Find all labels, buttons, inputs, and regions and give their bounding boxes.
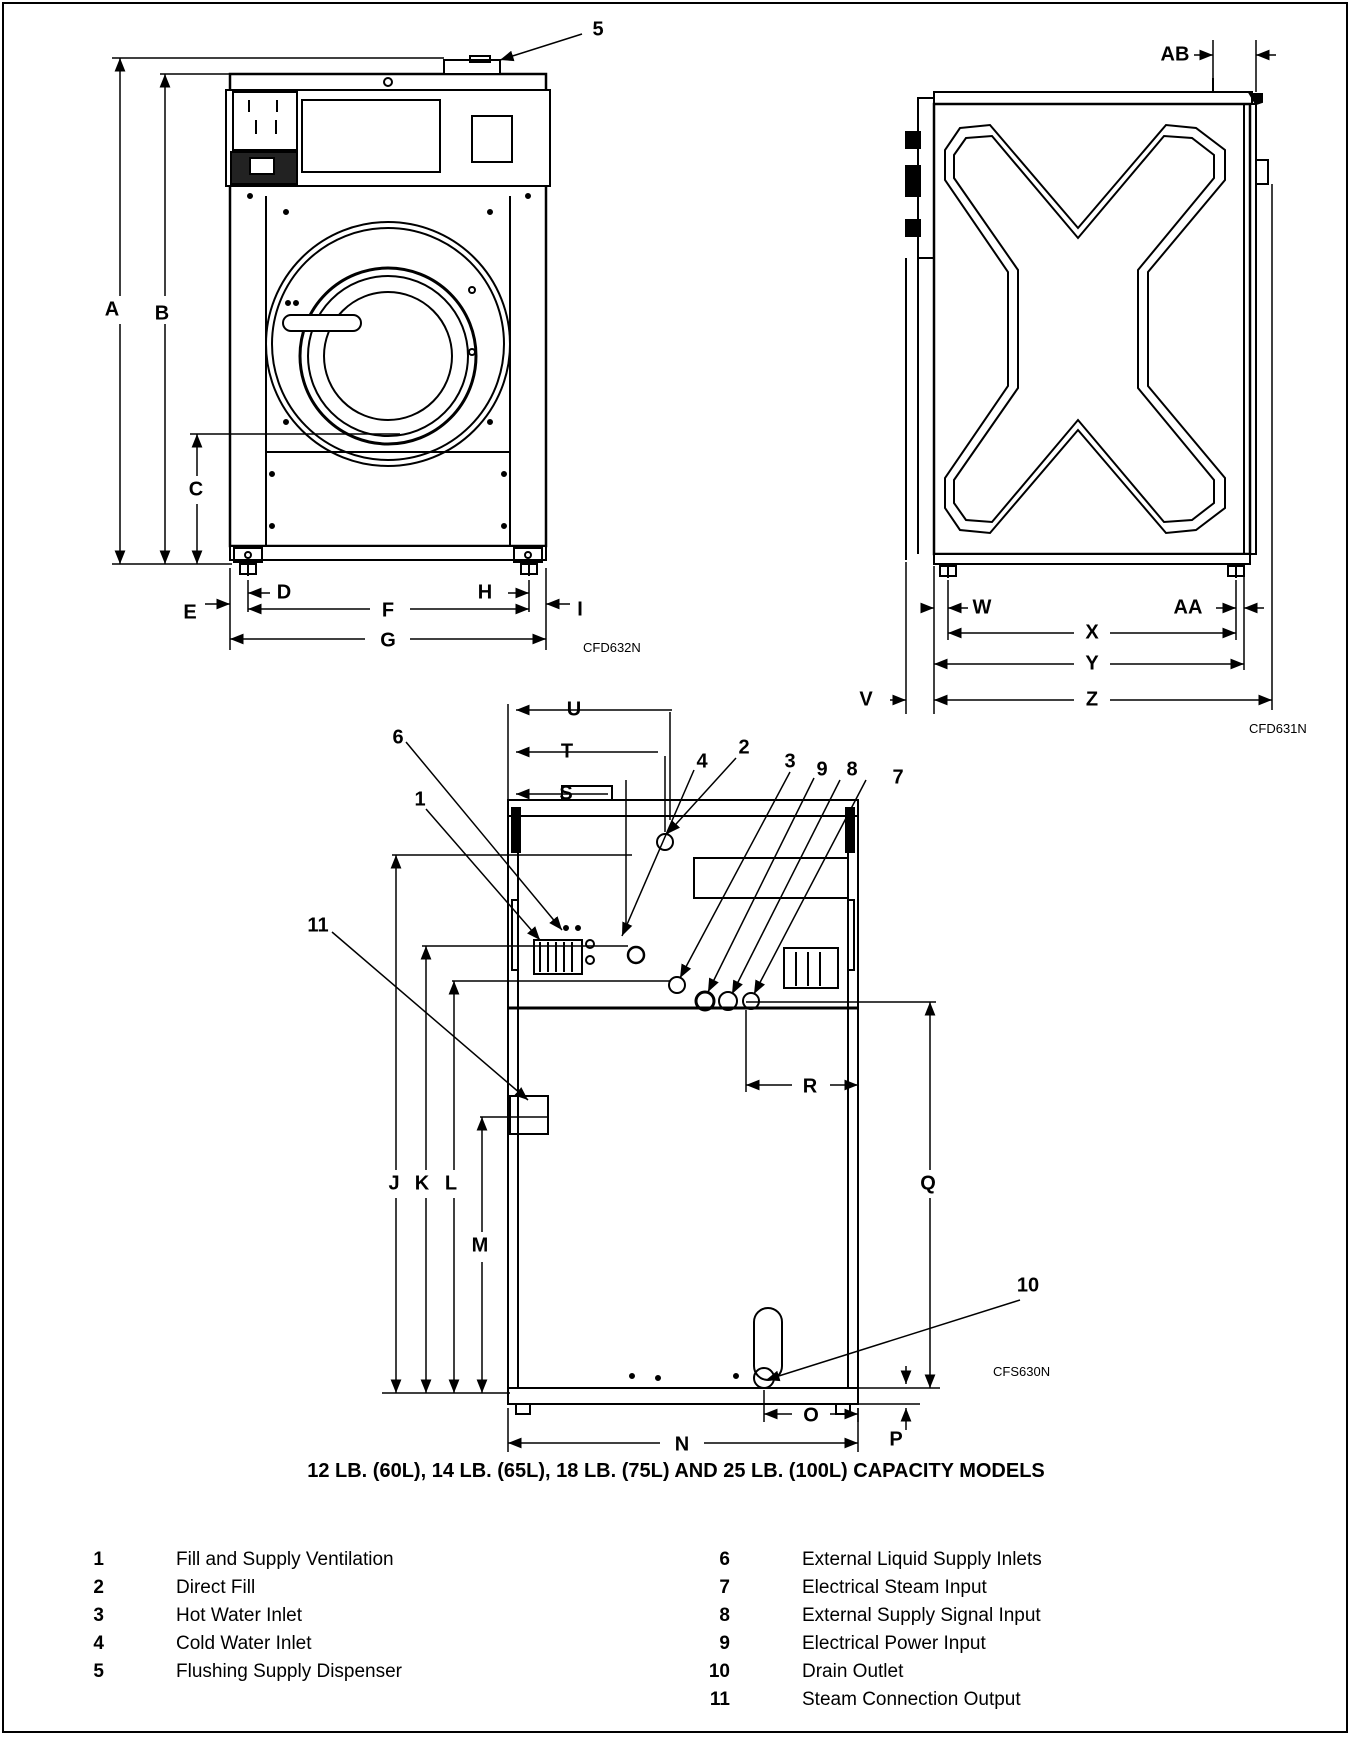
dim-AB: AB — [1161, 43, 1190, 65]
rear-view — [507, 785, 859, 1415]
legend-item: 4 Cold Water Inlet — [56, 1630, 402, 1658]
figure-caption: 12 LB. (60L), 14 LB. (65L), 18 LB. (75L)… — [307, 1460, 1045, 1482]
legend-text: Steam Connection Output — [802, 1689, 1021, 1710]
legend-number: 8 — [719, 1605, 730, 1626]
legend-number: 11 — [709, 1689, 730, 1710]
legend-item: 2 Direct Fill — [56, 1574, 402, 1602]
dim-F: F — [382, 599, 394, 621]
dim-H: H — [478, 581, 492, 603]
dim-A: A — [105, 298, 119, 320]
dim-Y: Y — [1085, 652, 1099, 674]
figure-id-side: CFD631N — [1249, 721, 1307, 736]
legend-number: 6 — [719, 1549, 730, 1570]
legend-left: 1 Fill and Supply Ventilation 2 Direct Fil… — [56, 1546, 402, 1686]
dimension-letters: A B C D E F G H I J K L M N O P Q R S T … — [105, 43, 1203, 1455]
dim-O: O — [803, 1404, 819, 1426]
legend-number: 3 — [93, 1605, 104, 1626]
dim-S: S — [559, 782, 572, 804]
callout-numbers: 5 6 1 4 2 3 9 8 7 11 10 — [307, 18, 1039, 1296]
callout-2: 2 — [738, 736, 749, 758]
legend-item: 6 External Liquid Supply Inlets — [682, 1546, 1042, 1574]
figure-id-rear: CFS630N — [993, 1364, 1050, 1379]
legend-number: 10 — [708, 1661, 730, 1682]
callout-6: 6 — [392, 726, 403, 748]
legend-number: 2 — [93, 1577, 104, 1598]
legend-number: 1 — [93, 1549, 104, 1570]
legend-text: Drain Outlet — [802, 1661, 904, 1682]
dim-Q: Q — [920, 1172, 936, 1194]
dim-L: L — [445, 1172, 457, 1194]
legend-item: 8 External Supply Signal Input — [682, 1602, 1042, 1630]
legend-item: 10 Drain Outlet — [682, 1658, 1042, 1686]
dim-P: P — [889, 1428, 902, 1450]
callout-11: 11 — [307, 914, 328, 936]
callout-3: 3 — [784, 750, 795, 772]
figure-id-front: CFD632N — [583, 640, 641, 655]
legend-number: 4 — [93, 1633, 104, 1654]
dim-E: E — [183, 601, 196, 623]
dim-C: C — [189, 478, 203, 500]
callout-10: 10 — [1017, 1274, 1039, 1296]
callout-8: 8 — [846, 758, 857, 780]
rear-dimensions — [382, 704, 940, 1452]
callout-1: 1 — [414, 788, 425, 810]
legend-item: 7 Electrical Steam Input — [682, 1574, 1042, 1602]
callout-4: 4 — [696, 750, 708, 772]
dim-X: X — [1085, 621, 1099, 643]
dim-V: V — [859, 688, 873, 710]
dim-B: B — [155, 302, 169, 324]
legend-text: Fill and Supply Ventilation — [176, 1549, 394, 1570]
legend-text: Direct Fill — [176, 1577, 256, 1598]
dim-R: R — [803, 1075, 818, 1097]
callout-9: 9 — [816, 758, 827, 780]
legend-text: External Supply Signal Input — [802, 1605, 1041, 1626]
legend-item: 11 Steam Connection Output — [682, 1686, 1042, 1714]
dim-Z: Z — [1086, 688, 1098, 710]
dim-W: W — [973, 596, 992, 618]
dim-N: N — [675, 1433, 689, 1455]
legend-text: Cold Water Inlet — [176, 1633, 312, 1654]
front-view — [225, 55, 551, 576]
legend-text: Electrical Power Input — [802, 1633, 986, 1654]
legend-text: Electrical Steam Input — [802, 1577, 987, 1598]
dim-M: M — [472, 1234, 489, 1256]
legend-number: 9 — [719, 1633, 730, 1654]
dim-G: G — [380, 629, 396, 651]
side-view — [905, 78, 1269, 578]
legend-item: 5 Flushing Supply Dispenser — [56, 1658, 402, 1686]
dim-T: T — [561, 740, 573, 762]
legend-text: Hot Water Inlet — [176, 1605, 303, 1626]
legend-item: 1 Fill and Supply Ventilation — [56, 1546, 402, 1574]
dim-D: D — [277, 581, 291, 603]
legend-number: 5 — [93, 1661, 104, 1682]
dim-J: J — [388, 1172, 399, 1194]
dim-U: U — [567, 698, 581, 720]
legend-number: 7 — [719, 1577, 730, 1598]
legend-item: 3 Hot Water Inlet — [56, 1602, 402, 1630]
legend-item: 9 Electrical Power Input — [682, 1630, 1042, 1658]
callout-5: 5 — [592, 18, 603, 40]
dim-I: I — [577, 598, 583, 620]
dim-AA: AA — [1174, 596, 1203, 618]
side-dimensions — [890, 40, 1276, 714]
front-dimensions — [112, 57, 570, 650]
callout-7: 7 — [892, 766, 903, 788]
callout-leaders — [331, 33, 1021, 1382]
legend-text: Flushing Supply Dispenser — [176, 1661, 403, 1682]
legend-text: External Liquid Supply Inlets — [802, 1549, 1042, 1570]
dim-K: K — [415, 1172, 430, 1194]
